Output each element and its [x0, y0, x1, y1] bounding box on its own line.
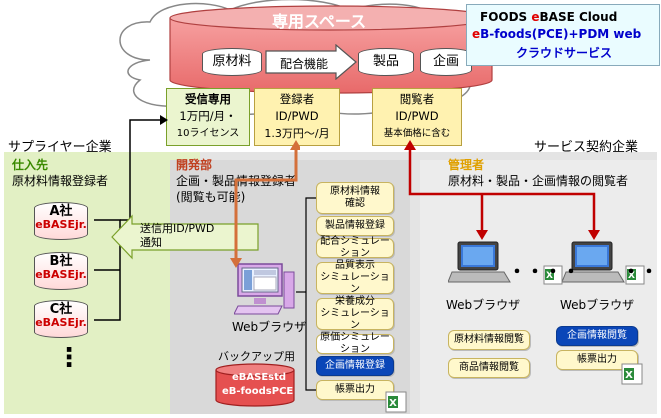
backup-db-line2: eB-foodsPCE — [222, 386, 294, 397]
excel-icon: X — [385, 391, 407, 413]
menu-label-simulation[interactable]: 品質表示シミュレーション — [316, 260, 394, 295]
supplier-title: サプライヤー企業 — [8, 140, 112, 155]
menu-planning-register[interactable]: 企画情報登録 — [316, 356, 394, 376]
service-line2: eB-foods(PCE)+PDM web — [472, 27, 642, 41]
dev-desc-2: (閲覧も可能) — [176, 190, 246, 204]
dev-computer-icon — [234, 263, 295, 315]
menu-cost-simulation[interactable]: 原価シミュレーション — [316, 332, 394, 355]
menu-nutrition-simulation[interactable]: 栄養成分シミュレーション — [316, 296, 394, 331]
dev-role: 開発部 — [176, 158, 213, 172]
notice-label: 送信用ID/PWD 通知 — [140, 222, 215, 249]
license-box-viewer: 閲覧者 ID/PWD 基本価格に含む — [372, 88, 462, 146]
manager-dots-2: ・・・・ — [622, 262, 661, 283]
manager-arrows — [404, 140, 600, 240]
menu-report-output[interactable]: 帳票出力 — [316, 380, 394, 400]
excel-icon: X — [625, 265, 645, 285]
db-planning: 企画 — [420, 48, 472, 76]
manager-browser-label-2: Webブラウザ — [560, 298, 635, 312]
more-companies-ellipsis: ⋮ — [56, 343, 82, 373]
manager-dots-1: ・・・・ — [508, 262, 580, 283]
menu-blend-simulation[interactable]: 配合シミュレーション — [316, 236, 394, 259]
dev-sync-arrow — [230, 140, 300, 268]
menu-planning-view[interactable]: 企画情報閲覧 — [556, 326, 638, 346]
backup-db-line1: eBASEstd — [232, 372, 287, 383]
db-raw-materials: 原材料 — [202, 48, 262, 76]
notice-arrow — [111, 214, 259, 260]
db-products: 製品 — [358, 48, 414, 76]
menu-raw-material-check[interactable]: 原材料情報確認 — [316, 182, 394, 214]
manager-role: 管理者 — [448, 158, 485, 172]
dev-menu-connector — [296, 197, 316, 391]
service-line3: クラウドサービス — [516, 46, 613, 60]
manager-desc: 原材料・製品・企画情報の閲覧者 — [448, 174, 629, 188]
manager-laptop-icon-1 — [448, 241, 511, 283]
manager-laptop-icon-2 — [562, 241, 625, 283]
manager-browser-label-1: Webブラウザ — [446, 298, 521, 312]
license-box-registrant: 登録者 ID/PWD 1.3万円～/月 — [254, 88, 340, 146]
backup-label: バックアップ用 — [218, 350, 295, 363]
dedicated-space-title: 専用スペース — [272, 12, 367, 31]
svg-text:X: X — [389, 398, 397, 409]
excel-icon: X — [621, 363, 643, 385]
blend-function-arrow — [265, 44, 357, 80]
menu-product-view[interactable]: 商品情報閲覧 — [448, 358, 530, 378]
service-line1: FOODS eBASE Cloud — [480, 10, 618, 24]
license-box-receive: 受信専用 1万円/月・ 10ライセンス — [166, 88, 250, 146]
supplier-role-desc: 原材料情報登録者 — [12, 174, 109, 188]
backup-db-cylinder — [215, 363, 295, 407]
excel-icon: X — [543, 265, 563, 285]
blend-function-label: 配合機能 — [280, 57, 329, 71]
service-name-box — [466, 4, 660, 66]
svg-text:X: X — [546, 271, 553, 281]
contract-title: サービス契約企業 — [534, 140, 639, 155]
supplier-connector-lines — [94, 115, 168, 321]
svg-text:X: X — [628, 271, 635, 281]
menu-product-register[interactable]: 製品情報登録 — [316, 216, 394, 236]
menu-raw-material-view[interactable]: 原材料情報閲覧 — [448, 330, 530, 350]
menu-report-output-manager[interactable]: 帳票出力 — [556, 350, 638, 370]
svg-text:X: X — [625, 370, 633, 381]
dev-browser-label: Webブラウザ — [232, 320, 307, 334]
supplier-role: 仕入先 — [12, 158, 49, 172]
